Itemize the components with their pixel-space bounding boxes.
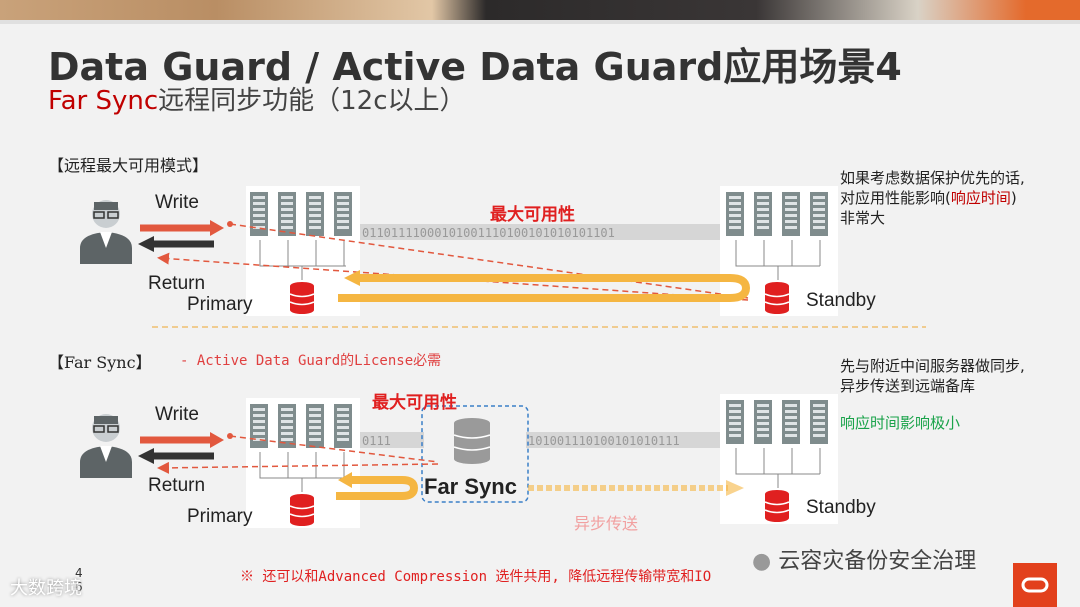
header-banner: [0, 0, 1080, 22]
page-number: 4 6: [75, 566, 83, 594]
note-line2-pre: 对应用性能影响(: [840, 189, 951, 207]
sync-arrow-2: [336, 476, 419, 500]
header-divider: [0, 20, 1080, 24]
section1-note: 如果考虑数据保护优先的话, 对应用性能影响(响应时间) 非常大: [840, 168, 1025, 228]
subtitle-text: 远程同步功能（12c以上）: [158, 86, 466, 116]
wechat-account: ● 云容灾备份安全治理: [752, 543, 976, 575]
section2-note: 先与附近中间服务器做同步, 异步传送到远端备库: [840, 356, 1025, 396]
oracle-logo: [1013, 563, 1057, 607]
section1-note-line3: 非常大: [840, 209, 886, 227]
redo-stream-1: [360, 224, 720, 240]
user-icon-1: [79, 199, 133, 265]
write-label-1: Write: [155, 192, 199, 213]
section1-note-line1: 如果考虑数据保护优先的话,: [840, 169, 1025, 187]
primary-label-2: Primary: [187, 506, 253, 527]
standby-label-1: Standby: [806, 290, 876, 311]
redo-stream-2b: [526, 432, 720, 448]
primary-db-icon-2: [289, 493, 315, 527]
redo-bits-1: 01101111000101001110100101010101101: [362, 226, 615, 240]
return-label-1: Return: [148, 273, 206, 294]
footnote: ※ 还可以和Advanced Compression 选件共用, 降低远程传输带…: [240, 569, 712, 585]
redo-stream-2a: [360, 432, 424, 448]
redo-bits-2b: 101001110100101010111: [528, 434, 680, 448]
mode-label-2: 最大可用性: [372, 393, 457, 413]
far-sync-label: Far Sync: [424, 474, 517, 499]
async-label: 异步传送: [574, 514, 639, 533]
slide-title: Data Guard / Active Data Guard应用场景4: [48, 45, 902, 89]
wechat-name: 云容灾备份安全治理: [778, 549, 977, 574]
standby-label-2: Standby: [806, 497, 876, 518]
redo-bits-2a: 0111: [362, 434, 391, 448]
note-line2-post: ): [1010, 189, 1017, 207]
sync-arrow-1: [338, 274, 751, 302]
section1-label: 【远程最大可用模式】: [48, 156, 209, 175]
primary-db-icon-1: [289, 281, 315, 315]
standby-db-icon-2: [764, 489, 790, 523]
section2-note-line2: 异步传送到远端备库: [840, 377, 976, 395]
mode-label-1: 最大可用性: [490, 205, 575, 225]
return-label-2: Return: [148, 475, 206, 496]
oracle-o-icon: [1021, 577, 1049, 593]
user-icon-2: [79, 413, 133, 479]
write-label-2: Write: [155, 404, 199, 425]
section2-note-line1: 先与附近中间服务器做同步,: [840, 357, 1025, 375]
license-note: - Active Data Guard的License必需: [180, 353, 442, 369]
far-sync-db-icon: [453, 418, 491, 464]
wechat-icon: ●: [752, 549, 772, 574]
standby-db-icon-1: [764, 281, 790, 315]
subtitle-highlight: Far Sync: [48, 86, 159, 116]
section1-note-line2: 对应用性能影响(响应时间): [840, 188, 1025, 208]
green-note: 响应时间影响极小: [840, 414, 961, 432]
note-line2-red: 响应时间: [950, 189, 1011, 207]
primary-label-1: Primary: [187, 294, 253, 315]
slide-subtitle: Far Sync远程同步功能（12c以上）: [48, 80, 466, 117]
watermark: 大数跨境: [10, 578, 82, 599]
section2-label: 【Far Sync】: [48, 353, 152, 372]
